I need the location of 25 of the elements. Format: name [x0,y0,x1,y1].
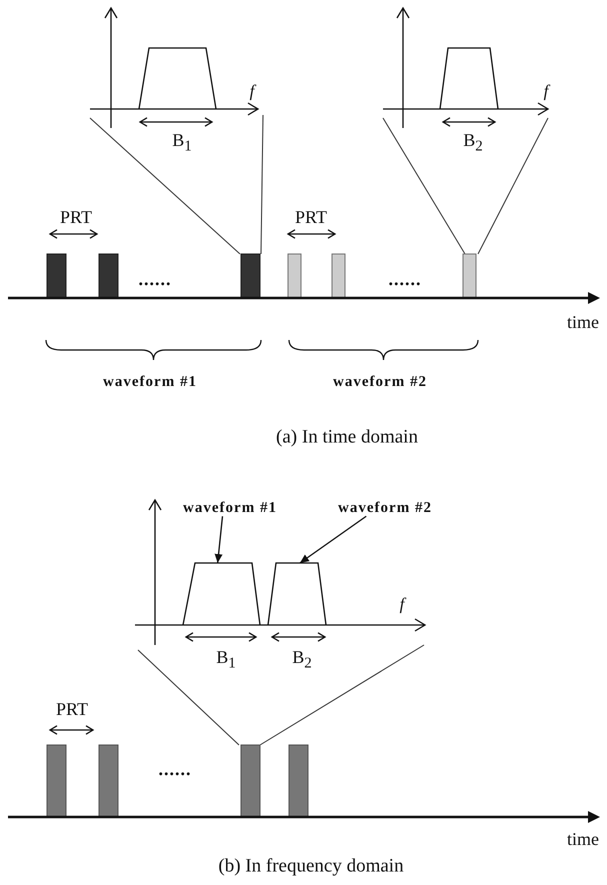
ellipsis: ...... [138,270,172,290]
leader-arrow [214,516,224,564]
axis-label: time [567,313,599,333]
axis-label: f [250,82,254,102]
ellipsis: ...... [158,760,192,780]
subfigure-caption: (b) In frequency domain [218,856,404,878]
interval-label: PRT [60,208,92,228]
group-label: waveform #2 [333,374,427,390]
interval-label: PRT [295,208,327,228]
axis-label: f [544,82,548,102]
axis-label: f [400,596,404,614]
bandwidth-label: B$_{2}$ [292,648,312,672]
bandwidth-label: B$_{1}$ [172,130,192,156]
interval-label: PRT [56,700,88,720]
waveform-label: waveform #1 [183,500,277,516]
ellipsis: ...... [388,270,422,290]
leader-arrow [300,516,367,564]
axis-label: time [567,830,599,850]
group-label: waveform #1 [103,374,197,390]
spectrum-trapezoid [268,563,326,625]
subfigure-caption: (a) In time domain [276,428,418,448]
bandwidth-label: B$_{2}$ [463,130,483,156]
bandwidth-label: B$_{1}$ [216,648,236,672]
waveform-label: waveform #2 [338,500,432,516]
spectrum-trapezoid [183,563,260,625]
